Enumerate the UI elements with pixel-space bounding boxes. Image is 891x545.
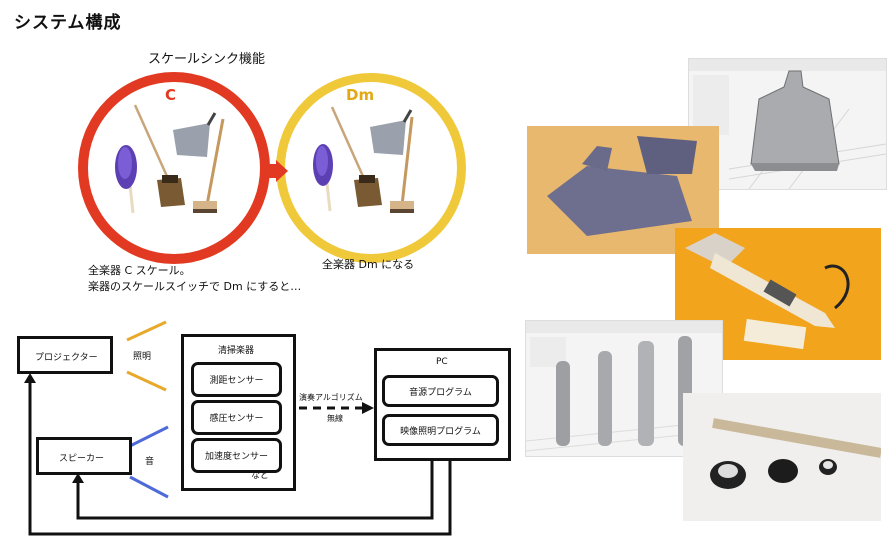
algorithm-label: 演奏アルゴリズム [299,393,363,402]
cleaning-tools-illustration-dm [313,106,414,213]
caption-c-line1: 全楽器 C スケール。 [88,264,191,277]
system-wiring [24,320,452,536]
caption-c-line2: 楽器のスケールスイッチで Dm にすると… [88,280,302,293]
duster-icon [313,144,333,212]
sound-line-top [129,425,169,448]
photo-printed-head [527,126,719,254]
speaker-box: スピーカー [36,437,132,475]
projector-label: プロジェクター [35,353,98,363]
cad-render-top [688,58,887,190]
pc-to-projector-line [28,381,452,536]
scale-dm-label: Dm [346,86,375,104]
sound-line-bottom [129,475,169,499]
dustpan-icon [370,109,413,155]
lighting-label: 照明 [133,352,152,362]
wireless-arrowhead [362,402,374,414]
sound-label: 音 [145,457,155,467]
floor-brush-icon [193,118,225,213]
photo-sensor-handle [675,228,881,360]
pc-title: PC [436,357,448,367]
projector-arrowhead [24,373,36,383]
scale-c-label: C [165,86,177,104]
arrow-right-icon [262,160,288,182]
wireless-label: 無線 [327,414,343,423]
scale-c-circle [78,72,270,264]
scale-sync-label: スケールシンク機能 [148,52,266,67]
photo-end-caps [683,393,881,521]
duster-icon [115,145,137,214]
floor-brush-icon [390,116,414,213]
lighting-line-top [126,320,167,342]
broom-icon [330,106,382,207]
broom-instrument-title: 清掃楽器 [218,346,255,356]
lighting-line-bottom [126,370,167,392]
caption-dm: 全楽器 Dm になる [322,258,415,271]
speaker-label: スピーカー [59,454,105,464]
sound-program-box: 音源プログラム [382,375,499,407]
broom-icon [133,104,185,207]
sensor-acceleration-box: 加速度センサー [191,438,282,473]
projector-box: プロジェクター [17,336,113,374]
video-lighting-program-box: 映像照明プログラム [382,414,499,446]
sensor-distance-box: 測距センサー [191,362,282,397]
cleaning-tools-illustration-c [115,104,225,214]
pc-to-speaker-line [76,461,434,520]
page-title: システム構成 [14,13,122,33]
speaker-arrowhead [72,473,84,483]
sensor-etc-label: など [251,471,270,481]
dustpan-icon [173,112,217,157]
sensor-pressure-box: 感圧センサー [191,400,282,435]
